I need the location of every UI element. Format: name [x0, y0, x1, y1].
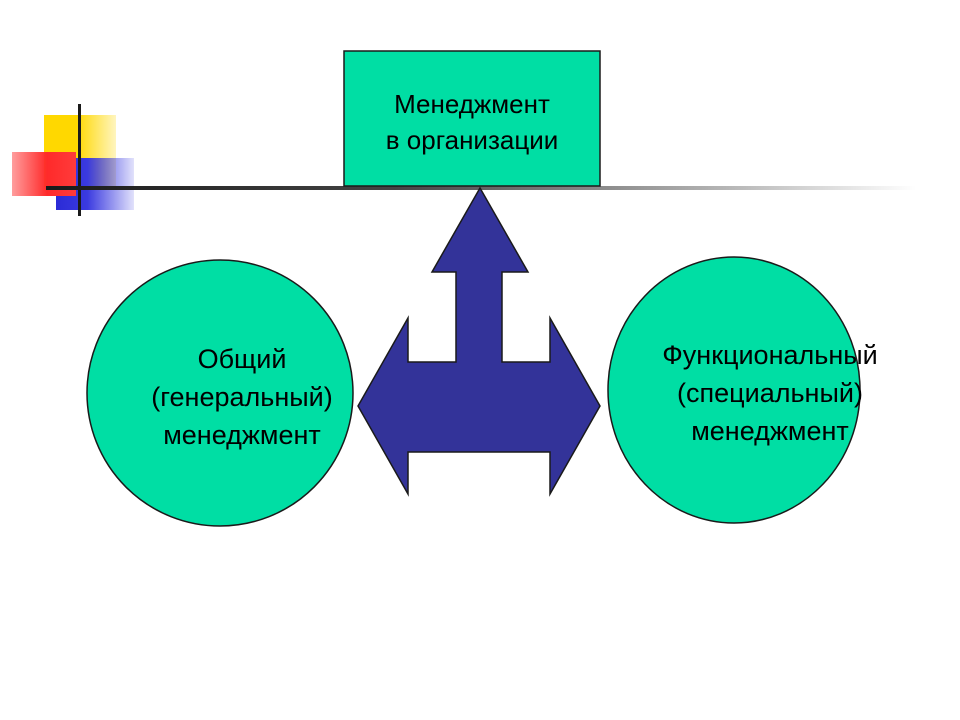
- top-box: [343, 50, 601, 187]
- right-node-label: Функциональный (специальный) менеджмент: [652, 336, 888, 450]
- left-circle: [86, 259, 354, 527]
- three-way-arrow: [357, 186, 601, 497]
- left-node-line-3: менеджмент: [163, 420, 321, 450]
- right-circle: [607, 256, 861, 524]
- right-node-line-2: (специальный): [677, 378, 863, 408]
- top-node-line-1: Менеджмент: [394, 89, 550, 119]
- top-node-label: Менеджмент в организации: [344, 86, 600, 158]
- left-node-label: Общий (генеральный) менеджмент: [122, 340, 362, 454]
- left-node-line-1: Общий: [197, 344, 287, 374]
- top-node-line-2: в организации: [385, 125, 559, 155]
- right-node-line-3: менеджмент: [691, 416, 849, 446]
- vertical-rule: [78, 104, 81, 216]
- horizontal-rule: [46, 186, 916, 190]
- left-node-line-2: (генеральный): [151, 382, 333, 412]
- right-node-line-1: Функциональный: [662, 340, 878, 370]
